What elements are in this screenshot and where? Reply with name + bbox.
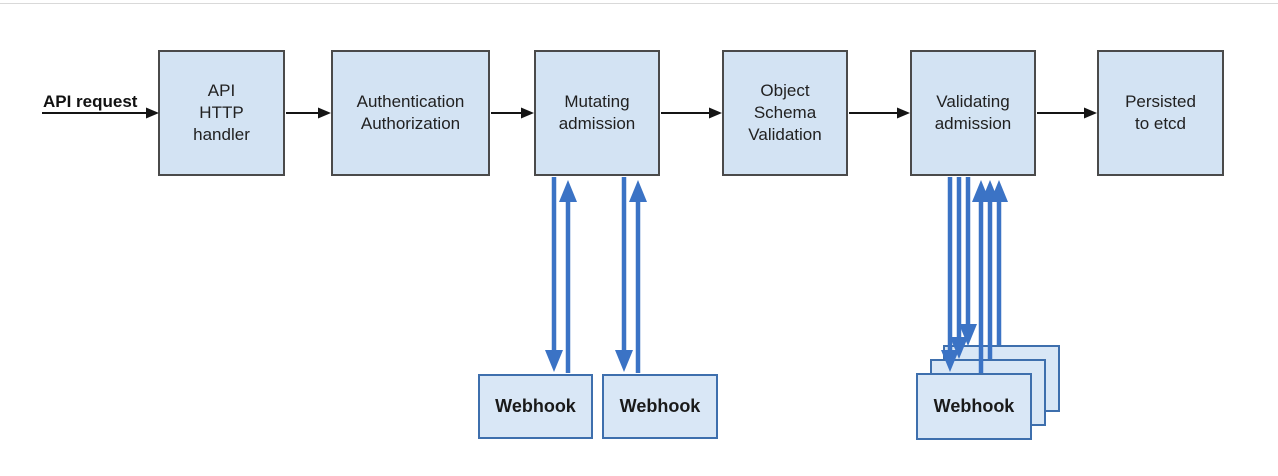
- node-persisted-to-etcd: Persisted to etcd: [1097, 50, 1224, 176]
- arrow-handler-to-auth: [286, 107, 331, 119]
- arrow-mutating-to-schema: [661, 107, 722, 119]
- arrow-schema-to-validating: [849, 107, 910, 119]
- node-authentication-authorization: Authentication Authorization: [331, 50, 490, 176]
- api-request-label: API request: [43, 92, 138, 111]
- node-api-http-handler: API HTTP handler: [158, 50, 285, 176]
- webhook-validating-1: Webhook: [916, 373, 1032, 440]
- arrow-auth-to-mutating: [491, 107, 534, 119]
- arrow-validating-to-webhook-back: [959, 177, 977, 346]
- top-divider-line: [0, 3, 1278, 4]
- arrow-validating-to-etcd: [1037, 107, 1097, 119]
- arrow-webhook1-to-mutating: [559, 180, 577, 373]
- webhook-mutating-2: Webhook: [602, 374, 718, 439]
- node-object-schema-validation: Object Schema Validation: [722, 50, 848, 176]
- node-mutating-admission: Mutating admission: [534, 50, 660, 176]
- node-validating-admission: Validating admission: [910, 50, 1036, 176]
- arrow-webhook-mid-to-validating: [981, 180, 999, 359]
- arrow-validating-to-webhook-front: [941, 177, 959, 372]
- arrow-mutating-to-webhook1: [545, 177, 563, 372]
- arrow-mutating-to-webhook2: [615, 177, 633, 372]
- webhook-mutating-1: Webhook: [478, 374, 593, 439]
- arrow-webhook2-to-mutating: [629, 180, 647, 373]
- arrow-webhook-back-to-validating: [990, 180, 1008, 345]
- arrow-validating-to-webhook-mid: [950, 177, 968, 359]
